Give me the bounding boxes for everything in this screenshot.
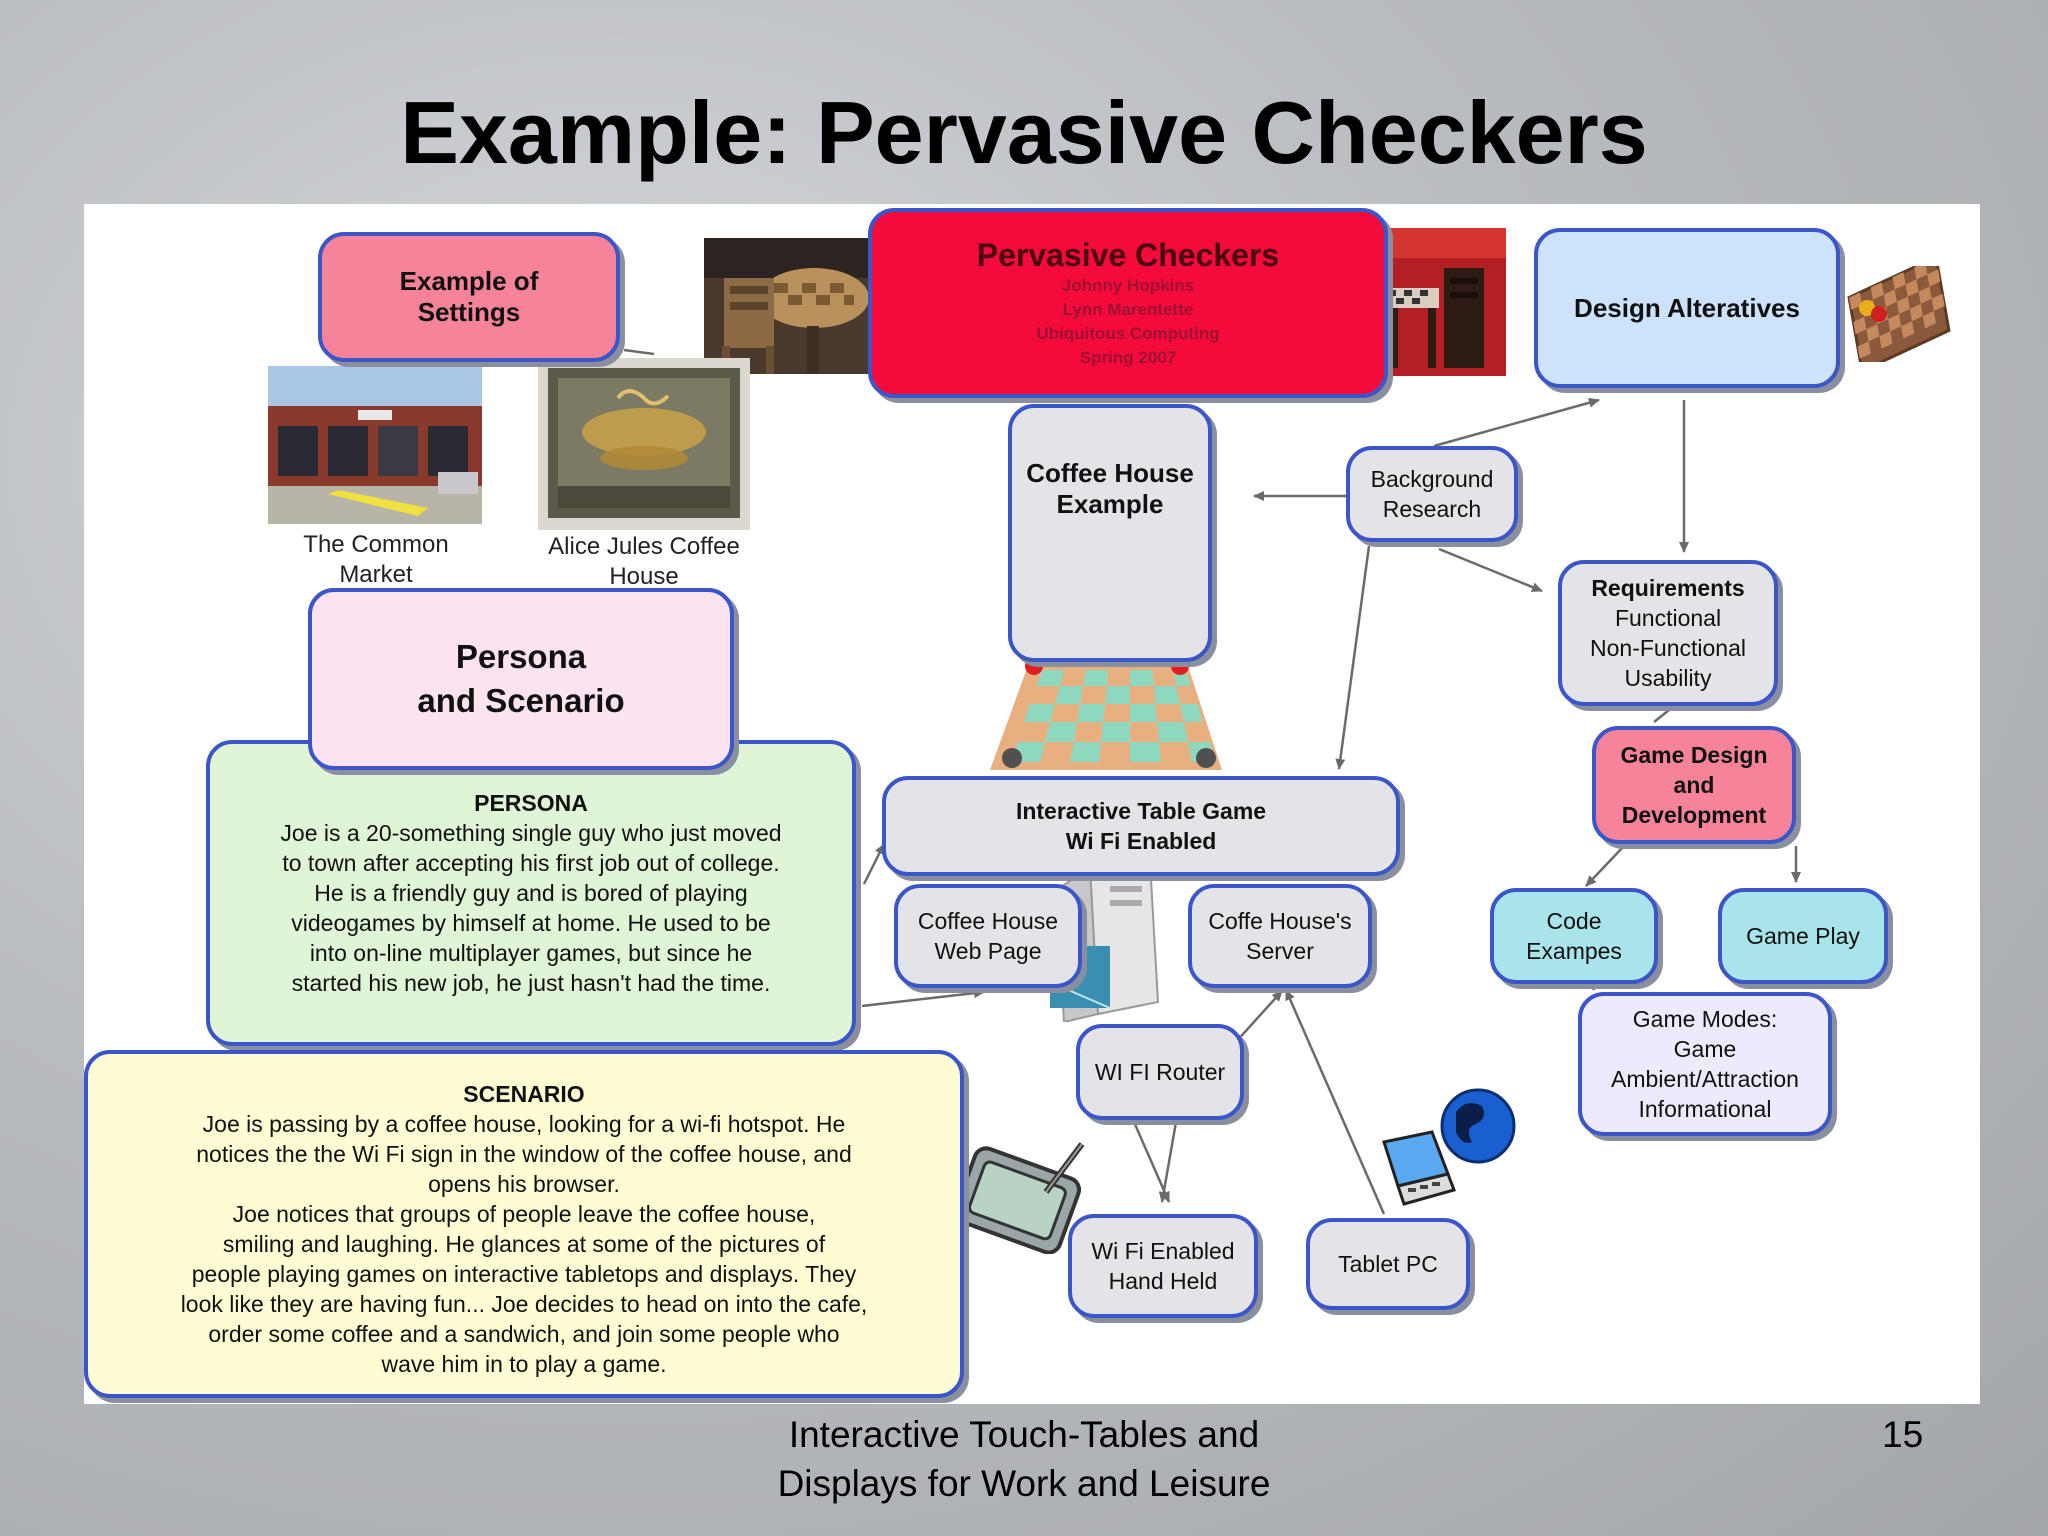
alice-jules-caption: Alice Jules Coffee House	[524, 532, 764, 592]
pervasive-checkers-title: Pervasive Checkers	[976, 237, 1280, 273]
persona-heading: PERSONA	[474, 790, 588, 816]
arrow-research-to-design	[1433, 397, 1600, 448]
common-market-photo	[268, 366, 482, 524]
requirements-usability: Usability	[1624, 665, 1712, 691]
arrow-research-to-table	[1335, 545, 1371, 770]
wifi-handheld-node: Wi Fi Enabled Hand Held	[1068, 1214, 1258, 1318]
page-number: 15	[1882, 1414, 1924, 1455]
game-play-label: Game Play	[1746, 923, 1860, 949]
arrow-requirements-to-game-design	[1653, 705, 1675, 723]
connector-arrows	[623, 348, 1801, 1215]
persona-text: Joe is a 20-something single guy who jus…	[280, 820, 782, 996]
common-market-caption: The Common Market	[280, 530, 472, 590]
design-alternatives-node: Design Alteratives	[1534, 228, 1840, 388]
persona-scenario-label-front: Persona and Scenario	[417, 638, 625, 719]
tablet-globe-icon	[1382, 1088, 1516, 1206]
arrow-tablet-to-server	[1284, 989, 1386, 1215]
footer-line-2: Displays for Work and Leisure	[777, 1463, 1271, 1504]
game-modes-label: Game Modes: Game Ambient/Attraction Info…	[1611, 1006, 1799, 1122]
concept-map-panel: fe Example of Settings Pervasive Checker…	[84, 204, 1980, 1404]
coffee-house-web-page-node: Coffee House Web Page	[894, 884, 1082, 988]
slide-footer: Interactive Touch-Tables and Displays fo…	[724, 1410, 1324, 1508]
game-modes-node: Game Modes: Game Ambient/Attraction Info…	[1578, 992, 1832, 1136]
pervasive-checkers-node: Pervasive Checkers Johnny Hopkins Lynn M…	[868, 208, 1388, 398]
chess-table-photo	[1384, 228, 1506, 376]
arrow-game-design-to-code	[1585, 845, 1625, 887]
coffee-house-example-node: Coffee House Example	[1008, 404, 1212, 662]
alice-jules-caption-text: Alice Jules Coffee House	[548, 533, 740, 590]
arrow-research-to-requirements	[1438, 547, 1543, 593]
coffee-house-server-label: Coffe House's Server	[1208, 908, 1352, 964]
background-research-label: Background Research	[1370, 466, 1494, 522]
wifi-router-node: WI FI Router	[1076, 1024, 1244, 1120]
common-market-caption-text: The Common Market	[303, 531, 449, 588]
persona-node: PERSONA Joe is a 20-something single guy…	[206, 740, 856, 1046]
tablet-pc-node: Tablet PC	[1306, 1218, 1470, 1310]
code-examples-node: Code Exampes	[1490, 888, 1658, 984]
coffee-house-example-label: Coffee House Example	[1026, 458, 1194, 519]
requirements-node: Requirements Functional Non-Functional U…	[1558, 560, 1778, 706]
wifi-handheld-label: Wi Fi Enabled Hand Held	[1091, 1238, 1235, 1294]
interactive-table-game-node: Interactive Table Game Wi Fi Enabled	[882, 776, 1400, 876]
footer-line-1: Interactive Touch-Tables and	[788, 1414, 1260, 1455]
chess-cafe-photo	[704, 238, 874, 374]
background-research-node: Background Research	[1346, 446, 1518, 542]
slide-title: Example: Pervasive Checkers	[400, 83, 1648, 182]
handheld-stylus-icon	[953, 1142, 1085, 1254]
persona-scenario-node-front: Persona and Scenario	[308, 588, 734, 770]
scenario-text: Joe is passing by a coffee house, lookin…	[180, 1111, 868, 1377]
alice-jules-sign-photo	[538, 358, 750, 530]
game-design-node: Game Design and Development	[1592, 726, 1796, 844]
checkerboard-icon	[1847, 266, 1951, 362]
pervasive-author-1: Johnny Hopkins	[1061, 276, 1195, 295]
wifi-router-label: WI FI Router	[1094, 1059, 1226, 1085]
requirements-functional: Functional	[1614, 605, 1722, 631]
pervasive-author-2: Lynn Marentette	[1062, 300, 1194, 319]
scenario-node: SCENARIO Joe is passing by a coffee hous…	[84, 1050, 964, 1398]
example-of-settings-node: Example of Settings	[318, 232, 620, 362]
interactive-table-game-label: Interactive Table Game Wi Fi Enabled	[1015, 798, 1267, 854]
requirements-title: Requirements	[1591, 575, 1745, 601]
requirements-non-functional: Non-Functional	[1590, 635, 1746, 661]
code-examples-label: Code Exampes	[1526, 908, 1622, 964]
arrow-router-to-server	[1233, 990, 1283, 1045]
coffee-house-web-page-label: Coffee House Web Page	[917, 908, 1059, 964]
arrow-settings-to-table	[623, 348, 655, 356]
example-of-settings-label: Example of Settings	[399, 266, 539, 327]
arrow-router-to-handheld-2	[1158, 1121, 1178, 1203]
pervasive-term: Spring 2007	[1079, 348, 1177, 367]
tablet-pc-label: Tablet PC	[1338, 1251, 1438, 1277]
game-design-label: Game Design and Development	[1620, 742, 1768, 828]
game-play-node: Game Play	[1718, 888, 1888, 984]
arrow-persona-to-table	[862, 843, 886, 885]
checkerboard-table-illustration	[990, 657, 1222, 770]
scenario-heading: SCENARIO	[463, 1081, 585, 1107]
pervasive-course: Ubiquitous Computing	[1036, 324, 1220, 343]
design-alternatives-label: Design Alteratives	[1574, 292, 1800, 323]
coffee-house-server-node: Coffe House's Server	[1188, 884, 1372, 988]
arrow-persona-to-web	[861, 988, 985, 1008]
